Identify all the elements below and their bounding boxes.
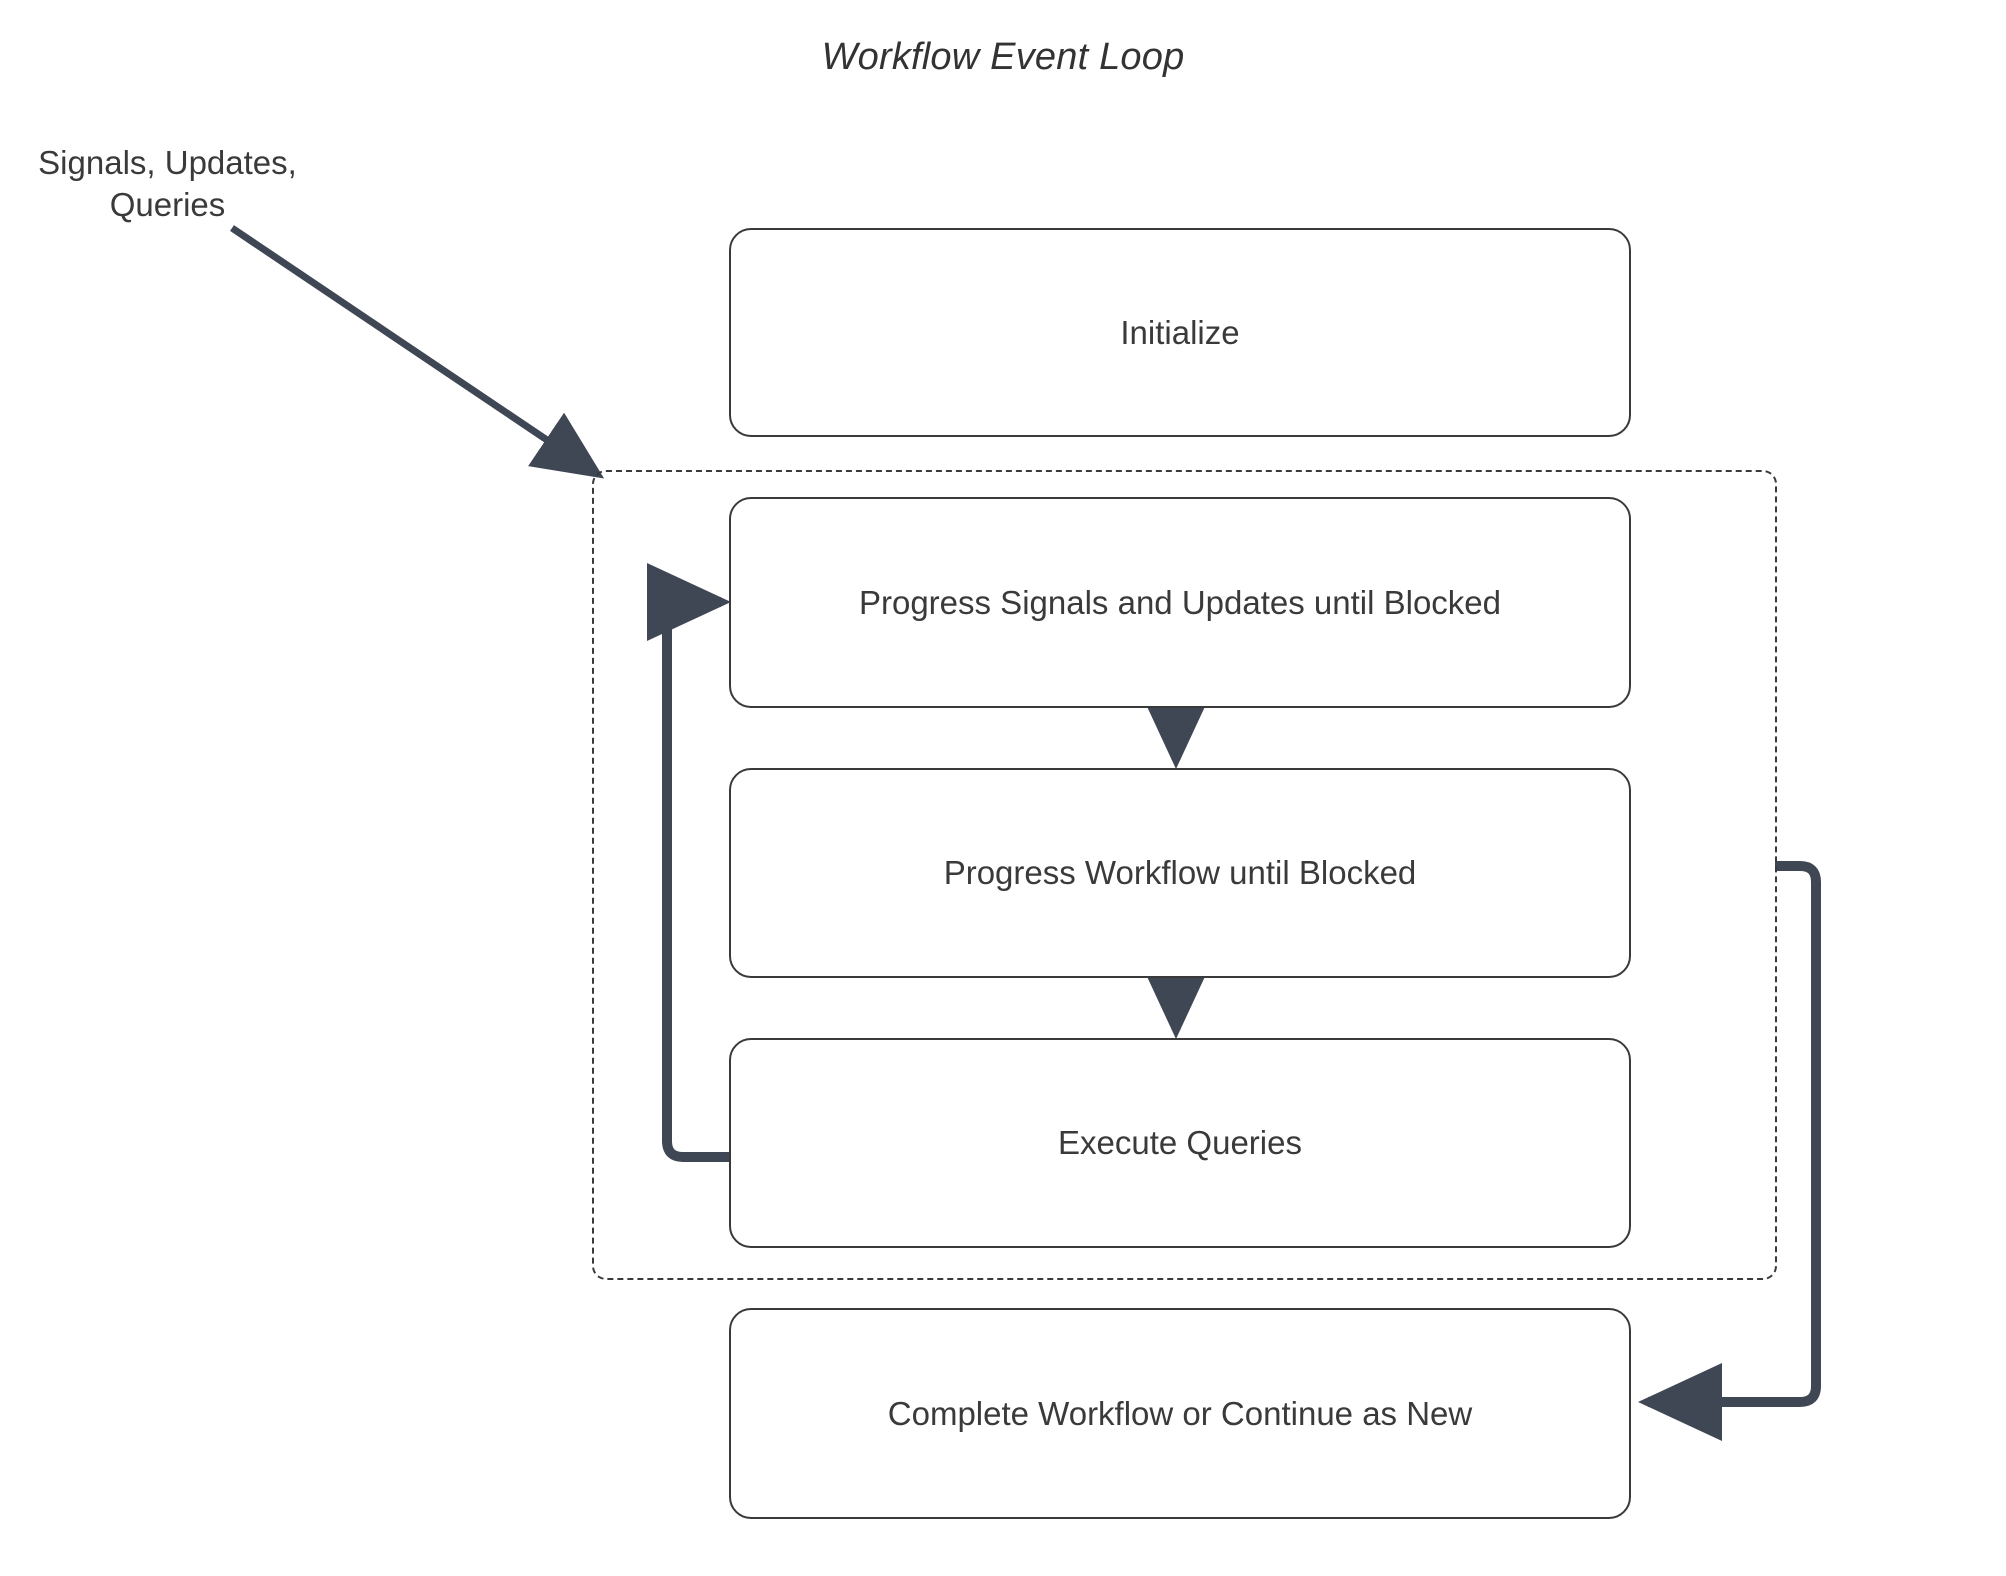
node-execute-queries-label: Execute Queries bbox=[1058, 1124, 1302, 1161]
node-initialize-label: Initialize bbox=[1120, 313, 1240, 351]
external-input-label-line2: Queries bbox=[109, 186, 226, 223]
external-input-label-line1: Signals, Updates, bbox=[38, 144, 297, 181]
node-initialize[interactable]: Initialize bbox=[729, 228, 1631, 437]
external-input-label: Signals, Updates, Queries bbox=[30, 142, 305, 226]
event-loop-group-boundary bbox=[592, 470, 1777, 1280]
edge-external-input-arrow bbox=[230, 225, 605, 479]
page-title: Workflow Event Loop bbox=[821, 36, 1185, 78]
edge-execute-queries-to-progress-signals bbox=[646, 563, 731, 1162]
node-progress-signals[interactable]: Progress Signals and Updates until Block… bbox=[729, 497, 1631, 708]
node-complete-workflow[interactable]: Complete Workflow or Continue as New bbox=[729, 1308, 1631, 1519]
node-progress-signals-label: Progress Signals and Updates until Block… bbox=[858, 583, 1502, 621]
node-progress-workflow[interactable]: Progress Workflow until Blocked bbox=[729, 768, 1631, 978]
node-execute-queries[interactable]: Execute Queries bbox=[729, 1038, 1631, 1248]
node-complete-workflow-label: Complete Workflow or Continue as New bbox=[887, 1394, 1473, 1432]
node-progress-workflow-label: Progress Workflow until Blocked bbox=[943, 854, 1417, 891]
edge-loop-exit-to-complete-workflow bbox=[1638, 861, 1821, 1441]
